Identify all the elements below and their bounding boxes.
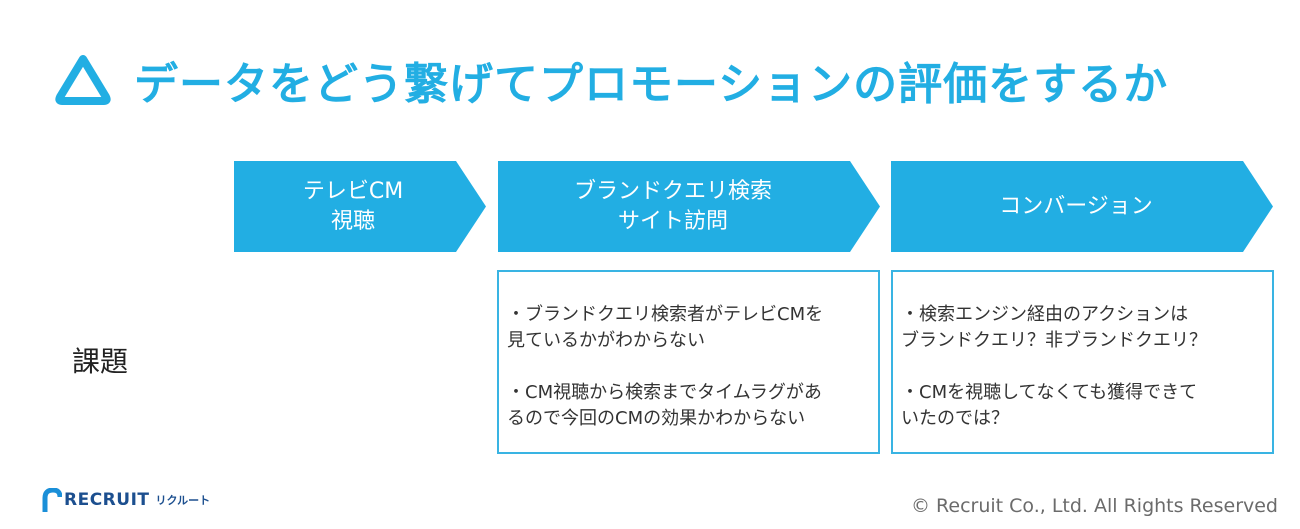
slide-title-row: データをどう繋げてプロモーションの評価をするか: [54, 40, 1168, 120]
flow-step-line2: サイト訪問: [617, 208, 728, 234]
issue-point: ・CM視聴から検索までタイムラグがあ るので今回のCMの効果かわからない: [507, 382, 822, 429]
issues-row-label: 課題: [72, 345, 129, 378]
chevron-arrow-shape: [234, 161, 486, 252]
flow-step-line2: 視聴: [330, 208, 375, 234]
flow-step-line1: コンバージョン: [999, 193, 1153, 219]
triangle-outline-icon: [55, 55, 111, 105]
recruit-logo: RECRUIT リクルート: [42, 488, 210, 512]
issue-point: ・ブランドクエリ検索者がテレビCMを 見ているかがわからない: [507, 304, 824, 351]
logo-text: RECRUIT: [64, 490, 150, 510]
chevron-arrow-shape: [498, 161, 880, 252]
flow-step-conversion: コンバージョン: [891, 161, 1273, 252]
issue-point: ・検索エンジン経由のアクションは ブランドクエリ？非ブランドクエリ？: [901, 304, 1207, 351]
flow-step-tv-cm: テレビCM 視聴: [234, 161, 486, 252]
slide-title: データをどう繋げてプロモーションの評価をするか: [134, 59, 1169, 110]
recruit-logo-mark-icon: [42, 488, 62, 512]
issue-box-brand-search: ・ブランドクエリ検索者がテレビCMを 見ているかがわからない ・CM視聴から検索…: [497, 270, 880, 454]
flow-step-line1: ブランドクエリ検索: [573, 178, 772, 204]
issue-point: ・CMを視聴してなくても獲得できて いたのでは？: [901, 382, 1198, 429]
flow-step-brand-search: ブランドクエリ検索 サイト訪問: [498, 161, 880, 252]
chevron-arrow-shape: [891, 161, 1273, 252]
issue-box-conversion: ・検索エンジン経由のアクションは ブランドクエリ？非ブランドクエリ？ ・CMを視…: [891, 270, 1274, 454]
copyright-notice: © Recruit Co., Ltd. All Rights Reserved: [911, 495, 1278, 517]
flow-step-line1: テレビCM: [302, 178, 404, 204]
logo-kana: リクルート: [155, 494, 211, 507]
